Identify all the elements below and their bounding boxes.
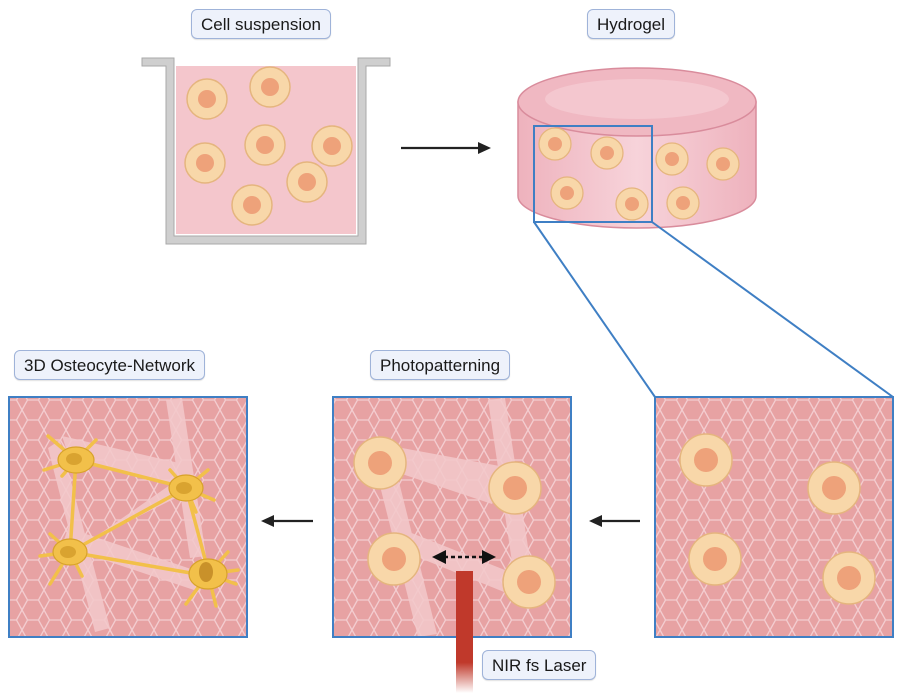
cell bbox=[550, 176, 584, 210]
double-arrow-icon bbox=[432, 550, 496, 564]
cell bbox=[186, 78, 228, 120]
label-hydrogel: Hydrogel bbox=[587, 9, 676, 39]
osteocyte-network-panel bbox=[8, 396, 248, 638]
zoom-region bbox=[533, 125, 653, 223]
cell bbox=[590, 136, 624, 170]
zoom-lines bbox=[533, 221, 894, 398]
label-laser: NIR fs Laser bbox=[482, 650, 597, 680]
osteocyte bbox=[52, 538, 88, 566]
patterned-channels bbox=[48, 398, 206, 632]
laser-beam-icon bbox=[456, 571, 473, 693]
cell bbox=[655, 142, 689, 176]
cell bbox=[502, 555, 556, 609]
cell bbox=[538, 127, 572, 161]
cell bbox=[311, 125, 353, 167]
cell bbox=[807, 461, 861, 515]
hydrogel-disc bbox=[517, 67, 757, 229]
embedded-cells bbox=[538, 127, 740, 221]
cell bbox=[286, 161, 328, 203]
arrow-right-icon bbox=[401, 142, 491, 154]
arrow-left-icon bbox=[589, 515, 640, 527]
cell bbox=[822, 551, 876, 605]
photopatterning-panel bbox=[332, 396, 572, 638]
cell bbox=[184, 142, 226, 184]
label-cell-suspension: Cell suspension bbox=[191, 9, 332, 39]
label-osteocyte-network: 3D Osteocyte-Network bbox=[14, 350, 205, 380]
osteocyte bbox=[188, 558, 228, 590]
cell bbox=[353, 436, 407, 490]
zoomed-gel-panel bbox=[654, 396, 894, 638]
osteocyte bbox=[168, 474, 204, 502]
cell bbox=[367, 532, 421, 586]
culture-well bbox=[141, 57, 391, 245]
cell bbox=[249, 66, 291, 108]
suspended-cells bbox=[184, 66, 353, 226]
label-photopatterning: Photopatterning bbox=[370, 350, 511, 380]
cell bbox=[679, 433, 733, 487]
cell bbox=[666, 186, 700, 220]
osteocyte bbox=[57, 446, 95, 474]
arrow-left-icon bbox=[261, 515, 313, 527]
cell bbox=[231, 184, 273, 226]
cell bbox=[488, 461, 542, 515]
cell bbox=[688, 532, 742, 586]
cell bbox=[615, 187, 649, 221]
cell bbox=[244, 124, 286, 166]
cell bbox=[706, 147, 740, 181]
